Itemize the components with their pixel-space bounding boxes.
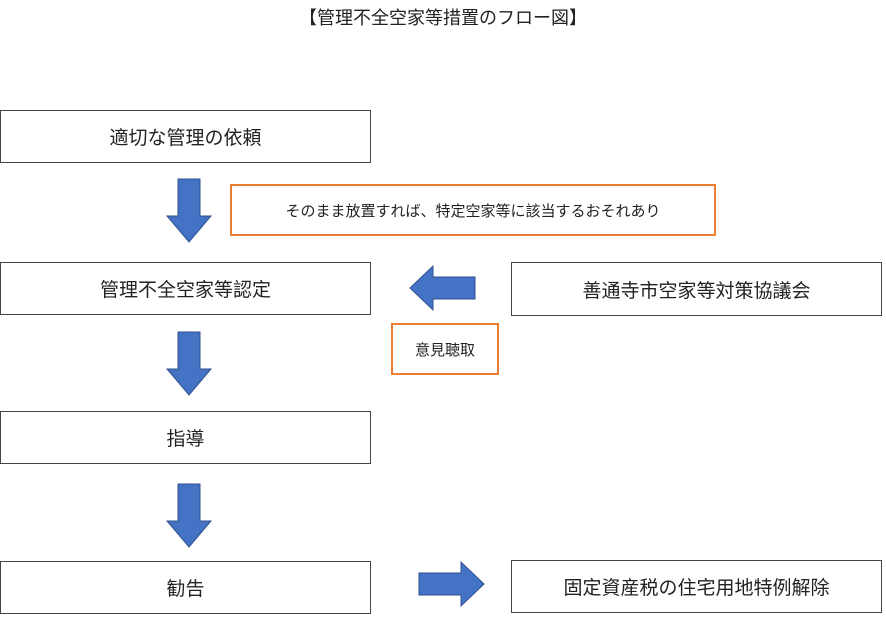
tax-exception-removal-box: 固定資産税の住宅用地特例解除 [511,560,882,613]
step-recommendation: 勧告 [0,561,371,614]
step-guidance: 指導 [0,411,371,464]
right-arrow-icon [418,560,485,608]
council-box: 善通寺市空家等対策協議会 [511,262,882,316]
step-designation: 管理不全空家等認定 [0,262,371,315]
page-title: 【管理不全空家等措置のフロー図】 [299,8,587,29]
risk-note: そのまま放置すれば、特定空家等に該当するおそれあり [230,184,716,236]
hearing-note: 意見聴取 [391,323,499,375]
down-arrow-icon [165,331,213,396]
step-management-request: 適切な管理の依頼 [0,110,371,163]
down-arrow-icon [165,178,213,243]
down-arrow-icon [165,483,213,548]
left-arrow-icon [409,264,476,312]
